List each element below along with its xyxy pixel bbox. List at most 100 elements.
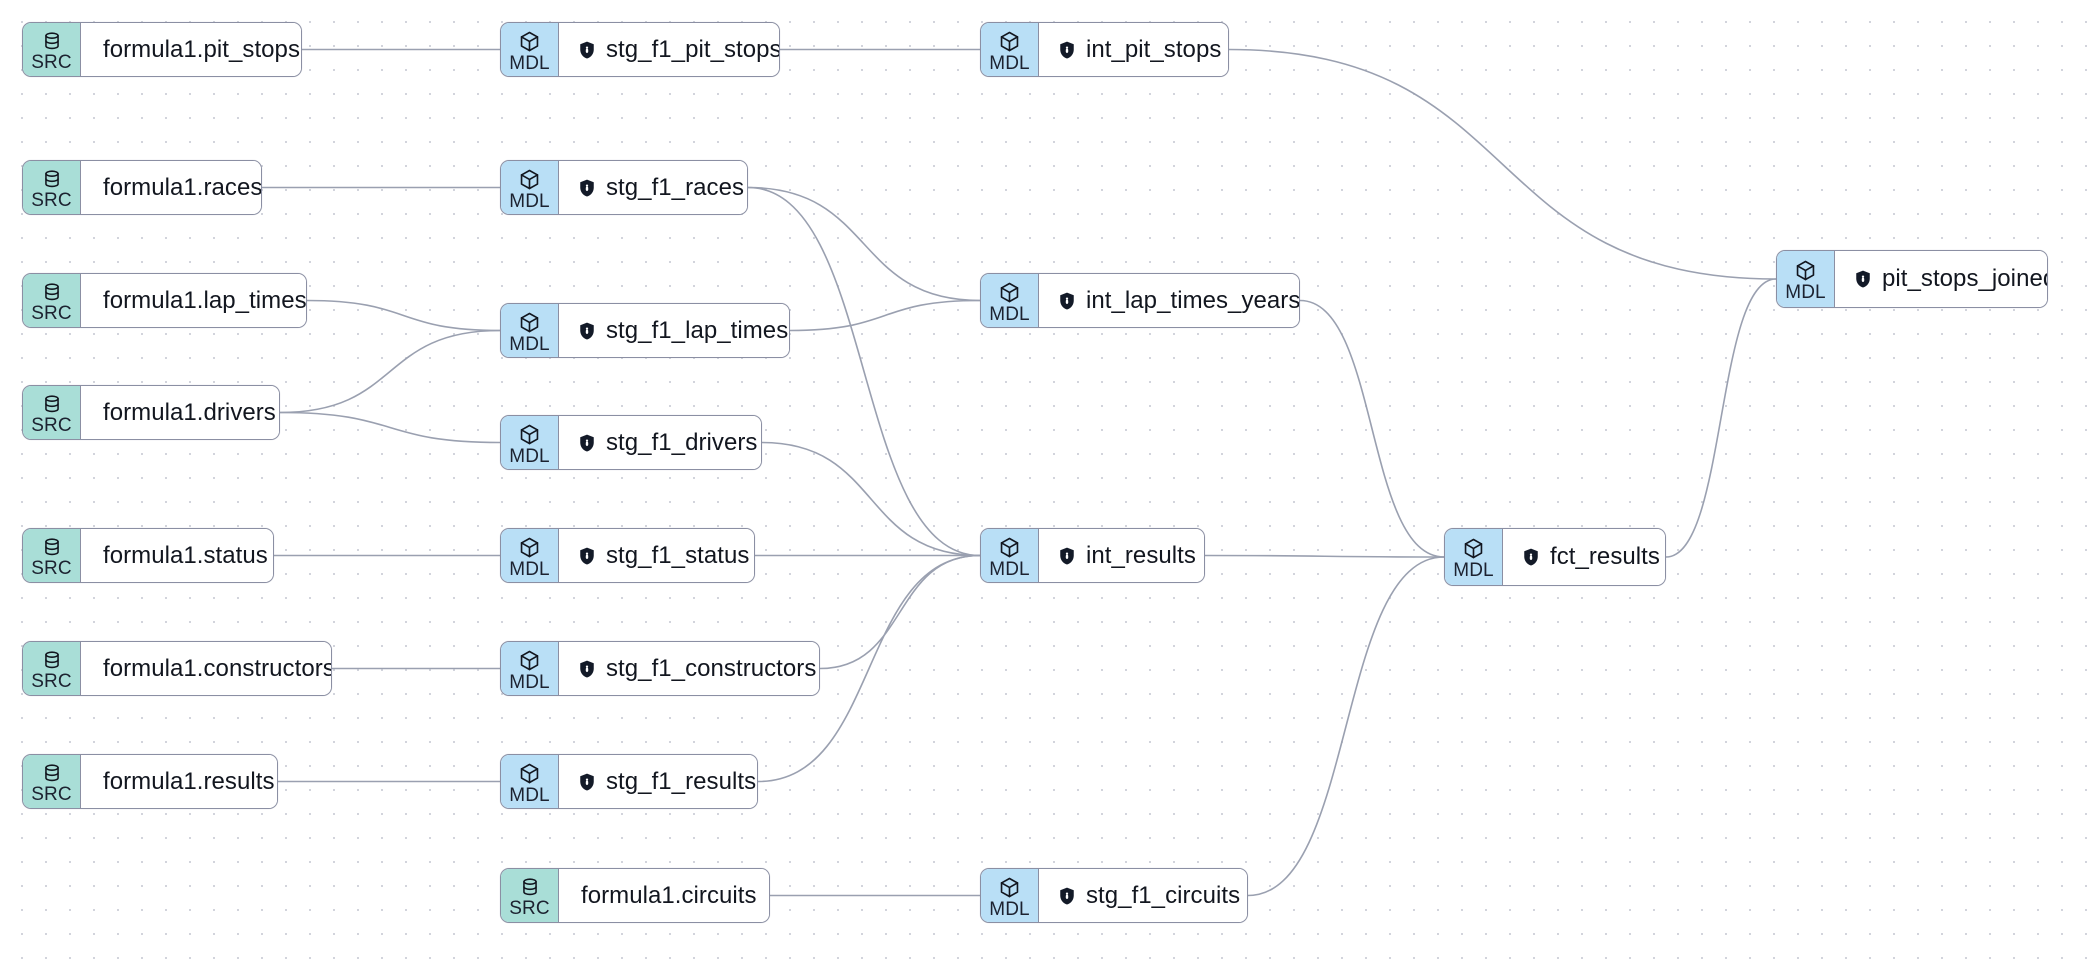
node-body: stg_f1_circuits (1039, 869, 1247, 922)
lineage-node-src_results[interactable]: SRC formula1.results (22, 754, 278, 809)
node-type-label: MDL (509, 52, 550, 74)
lineage-node-src_lap_times[interactable]: SRC formula1.lap_times (22, 273, 307, 328)
lineage-node-stg_results[interactable]: MDL stg_f1_results (500, 754, 758, 809)
database-icon (41, 168, 63, 190)
lineage-node-int_lap_years[interactable]: MDL int_lap_times_years (980, 273, 1300, 328)
lineage-node-stg_drivers[interactable]: MDL stg_f1_drivers (500, 415, 762, 470)
lineage-node-fct_results[interactable]: MDL fct_results (1444, 528, 1666, 586)
lineage-node-stg_pit_stops[interactable]: MDL stg_f1_pit_stops (500, 22, 780, 77)
node-label: formula1.circuits (581, 881, 757, 909)
node-type-label: SRC (31, 558, 72, 579)
lineage-node-src_drivers[interactable]: SRC formula1.drivers (22, 385, 280, 440)
lineage-node-src_status[interactable]: SRC formula1.status (22, 528, 274, 583)
shield-lock-icon (580, 773, 594, 790)
node-label: stg_f1_constructors (606, 654, 817, 682)
lineage-node-src_pit_stops[interactable]: SRC formula1.pit_stops (22, 22, 302, 77)
node-body: formula1.pit_stops (81, 23, 301, 76)
lineage-node-int_results[interactable]: MDL int_results (980, 528, 1205, 583)
cube-icon (518, 168, 541, 191)
cube-icon (518, 423, 541, 446)
lineage-node-pit_stops_joined[interactable]: MDL pit_stops_joined (1776, 250, 2048, 308)
node-type-label: MDL (989, 898, 1030, 920)
database-icon (41, 30, 63, 52)
shield-lock-icon-wrap (1057, 886, 1077, 906)
node-type-label: MDL (989, 52, 1030, 74)
node-type-badge-mdl: MDL (501, 23, 559, 76)
node-type-label: MDL (509, 333, 550, 355)
node-type-badge-mdl: MDL (1777, 251, 1835, 307)
node-body: int_lap_times_years (1039, 274, 1299, 327)
node-body: formula1.drivers (81, 386, 279, 439)
shield-lock-icon (580, 434, 594, 451)
lineage-edge-stg_races-to-int_lap_years (747, 186, 981, 302)
node-label: pit_stops_joined (1882, 265, 2048, 292)
node-type-label: MDL (989, 558, 1030, 580)
node-label: formula1.status (103, 541, 268, 569)
node-body: formula1.lap_times (81, 274, 306, 327)
node-type-label: MDL (509, 190, 550, 212)
cube-icon (1462, 537, 1485, 560)
cube-icon (518, 762, 541, 785)
lineage-node-int_pit_stops[interactable]: MDL int_pit_stops (980, 22, 1229, 77)
shield-lock-icon-wrap (1521, 547, 1541, 567)
lineage-node-stg_circuits[interactable]: MDL stg_f1_circuits (980, 868, 1248, 923)
node-body: formula1.constructors (81, 642, 331, 695)
database-icon (41, 649, 63, 671)
shield-lock-icon-wrap (577, 40, 597, 60)
shield-lock-icon-wrap (1057, 546, 1077, 566)
node-label: formula1.lap_times (103, 286, 307, 314)
node-label: formula1.results (103, 767, 275, 795)
node-type-badge-mdl: MDL (501, 642, 559, 695)
lineage-edge-src_drivers-to-stg_lap_times (279, 329, 501, 414)
cube-icon (518, 311, 541, 334)
node-type-label: MDL (1785, 282, 1826, 303)
node-type-badge-mdl: MDL (501, 755, 559, 808)
lineage-node-src_constructors[interactable]: SRC formula1.constructors (22, 641, 332, 696)
node-type-badge-src: SRC (23, 23, 81, 76)
node-label: stg_f1_lap_times (606, 316, 789, 344)
node-label: stg_f1_results (606, 767, 757, 795)
node-body: pit_stops_joined (1835, 251, 2047, 307)
node-body: formula1.status (81, 529, 273, 582)
lineage-node-stg_races[interactable]: MDL stg_f1_races (500, 160, 748, 215)
node-label: stg_f1_status (606, 541, 750, 569)
node-type-badge-src: SRC (23, 386, 81, 439)
cube-icon (998, 876, 1021, 899)
cube-icon (998, 536, 1021, 559)
lineage-edge-stg_circuits-to-fct_results (1247, 556, 1445, 897)
node-type-badge-src: SRC (23, 642, 81, 695)
shield-lock-icon (1060, 887, 1074, 904)
node-type-badge-src: SRC (23, 755, 81, 808)
node-label: stg_f1_drivers (606, 428, 758, 456)
shield-lock-icon-wrap (577, 433, 597, 453)
shield-lock-icon-wrap (577, 659, 597, 679)
node-type-label: SRC (31, 190, 72, 211)
lineage-node-src_races[interactable]: SRC formula1.races (22, 160, 262, 215)
node-label: stg_f1_pit_stops (606, 35, 780, 63)
database-icon (41, 281, 63, 303)
database-icon (41, 762, 63, 784)
node-type-label: MDL (509, 784, 550, 806)
node-type-badge-mdl: MDL (501, 416, 559, 469)
node-label: formula1.races (103, 173, 262, 201)
shield-lock-icon (580, 660, 594, 677)
lineage-node-stg_lap_times[interactable]: MDL stg_f1_lap_times (500, 303, 790, 358)
node-body: int_results (1039, 529, 1204, 582)
node-label: int_lap_times_years (1086, 286, 1300, 314)
node-type-badge-src: SRC (23, 161, 81, 214)
lineage-node-stg_constructors[interactable]: MDL stg_f1_constructors (500, 641, 820, 696)
lineage-edge-stg_drivers-to-int_results (761, 441, 981, 557)
node-type-badge-mdl: MDL (981, 869, 1039, 922)
shield-lock-icon (580, 322, 594, 339)
shield-lock-icon (1060, 547, 1074, 564)
lineage-node-src_circuits[interactable]: SRC formula1.circuits (500, 868, 770, 923)
node-type-badge-src: SRC (23, 529, 81, 582)
node-type-label: SRC (31, 415, 72, 436)
node-type-label: SRC (31, 671, 72, 692)
node-label: formula1.pit_stops (103, 35, 301, 63)
node-type-badge-mdl: MDL (501, 161, 559, 214)
lineage-node-stg_status[interactable]: MDL stg_f1_status (500, 528, 755, 583)
lineage-edge-stg_constructors-to-int_results (819, 554, 981, 670)
lineage-edge-fct_results-to-pit_stops_joined (1665, 278, 1777, 558)
